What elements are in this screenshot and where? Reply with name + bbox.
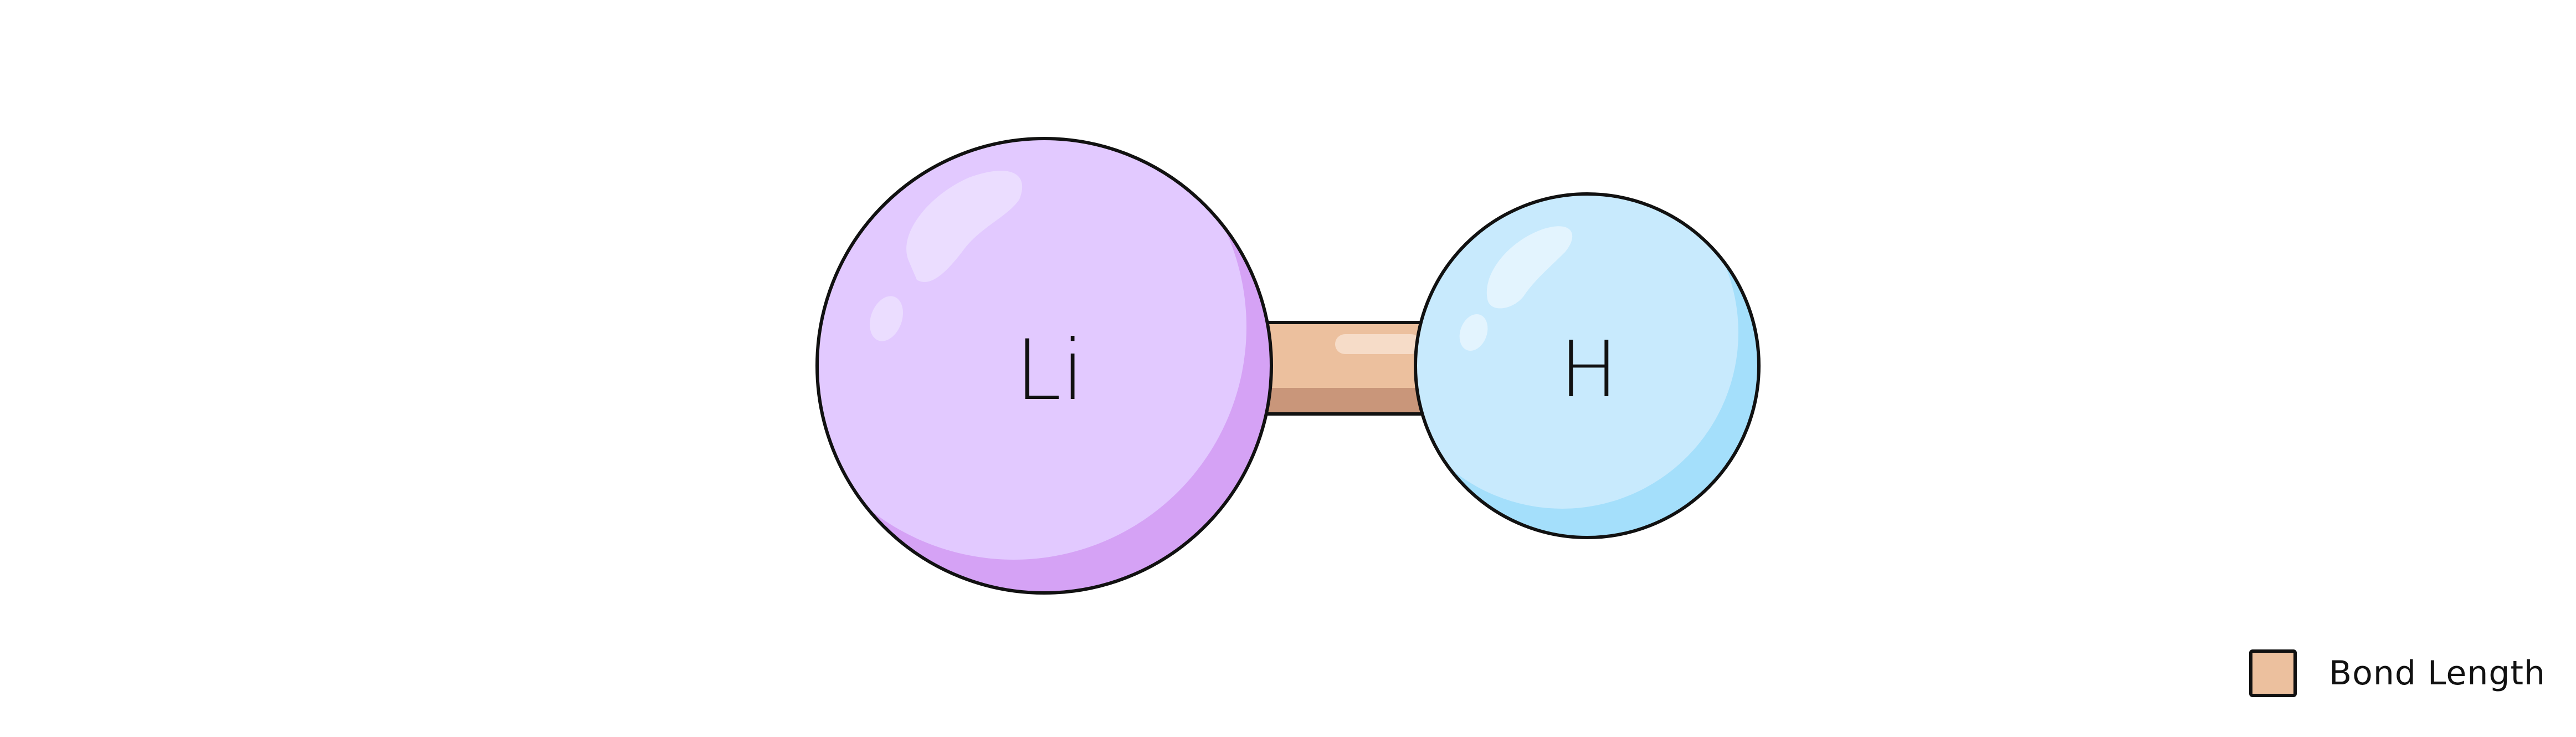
atom-h-lit-area xyxy=(1415,194,1738,509)
li-h-bond xyxy=(1256,321,1432,416)
legend: Bond Length xyxy=(2249,646,2546,701)
atom-li-small-highlight xyxy=(870,296,903,341)
bond-shadow xyxy=(1258,388,1430,414)
atom-h-symbol: H xyxy=(1559,325,1618,415)
atom-h: H xyxy=(1414,192,1761,539)
atom-li-lit-area xyxy=(817,139,1246,560)
atom-h-highlight xyxy=(1486,226,1573,309)
atom-li-highlight xyxy=(906,171,1023,282)
legend-swatch-bond-length xyxy=(2249,649,2297,697)
bond-highlight xyxy=(1335,334,1421,354)
atom-li: Li xyxy=(815,137,1273,595)
atom-li-symbol: Li xyxy=(1015,323,1084,419)
atom-h-small-highlight xyxy=(1459,314,1488,351)
legend-label-bond-length: Bond Length xyxy=(2329,654,2546,693)
